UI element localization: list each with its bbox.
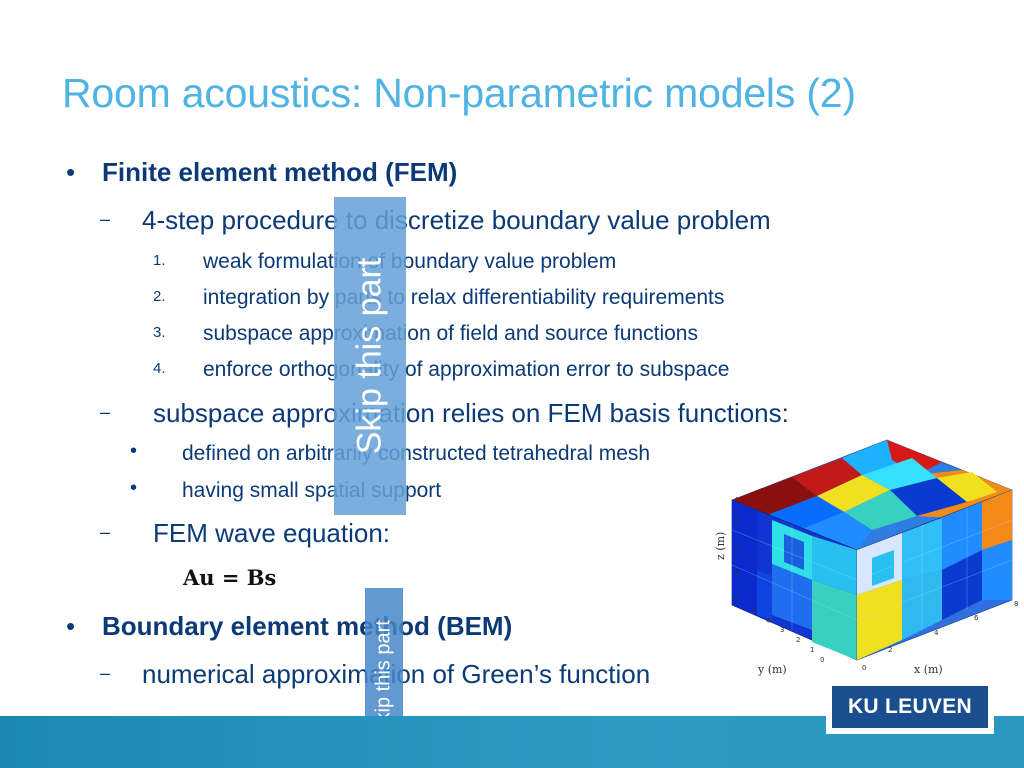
bullet-text: weak formulation of boundary value probl… [203,250,617,273]
z-tick: 3 [734,518,738,526]
bullet-text: enforce orthogonality of approximation e… [203,358,730,381]
z-tick: 4 [734,496,739,504]
fem-mesh-figure: z (m) y (m) x (m) 0 1 2 3 4 0 1 2 3 4 5 … [714,439,1018,676]
y-tick: 4 [766,617,771,625]
y-tick: 2 [796,636,800,644]
fem-wave-equation: Au = Bs [183,565,277,590]
y-tick: 1 [810,646,814,654]
bullet-text: 4-step procedure to discretize boundary … [142,205,771,235]
skip-overlay-large-label: Skip this part [350,257,389,455]
z-tick: 2 [734,542,738,550]
bullet-item: 4. enforce orthogonality of approximatio… [153,358,730,382]
x-tick: 4 [934,629,939,637]
bullet-item: – FEM wave equation: [100,518,391,549]
bullet-item: 1. weak formulation of boundary value pr… [153,250,617,274]
x-tick: 6 [974,614,979,622]
bullet-marker: 2. [153,288,166,305]
bullet-marker: – [100,402,111,422]
y-tick: 0 [820,656,824,664]
bullet-item: – 4-step procedure to discretize boundar… [100,205,771,236]
bullet-marker: 1. [153,252,166,269]
bullet-item: 2. integration by parts to relax differe… [153,286,725,310]
bullet-item: – subspace approximation relies on FEM b… [100,398,789,429]
bullet-item: 3. subspace approximation of field and s… [153,322,698,346]
bullet-text: Boundary element method (BEM) [102,611,513,641]
ku-leuven-logo: KU LEUVEN [826,680,994,734]
bullet-text: FEM wave equation: [153,518,391,548]
y-tick: 3 [780,626,784,634]
bullet-marker: – [100,209,111,229]
x-axis-label: x (m) [914,663,943,676]
slide-title: Room acoustics: Non-parametric models (2… [62,70,856,116]
x-tick: 0 [862,664,866,672]
bullet-marker: 4. [153,360,166,377]
bullet-text: Finite element method (FEM) [102,157,458,187]
logo-text: KU LEUVEN [832,686,988,728]
y-tick: 5 [752,608,756,616]
z-tick: 0 [734,596,738,604]
bullet-item: • Finite element method (FEM) [66,157,458,188]
bullet-item: • Boundary element method (BEM) [66,611,513,642]
bullet-marker: – [100,663,111,683]
bullet-marker: – [100,522,111,542]
bullet-item: • defined on arbitrarily constructed tet… [130,440,651,466]
bullet-text: subspace approximation relies on FEM bas… [153,398,789,428]
z-tick: 1 [734,569,738,577]
bullet-marker: • [66,157,76,187]
bullet-marker: • [66,611,76,641]
skip-overlay-large[interactable]: Skip this part [334,197,406,515]
y-axis-label: y (m) [757,663,787,676]
bullet-text: defined on arbitrarily constructed tetra… [182,442,651,465]
bullet-marker: • [130,440,138,462]
bullet-marker: • [130,477,138,499]
x-tick: 8 [1014,600,1018,608]
bullet-text: subspace approximation of field and sour… [203,322,698,345]
bullet-marker: 3. [153,324,166,341]
x-tick: 2 [888,646,892,654]
bullet-text: integration by parts to relax differenti… [203,286,725,309]
z-axis-label: z (m) [714,532,727,560]
